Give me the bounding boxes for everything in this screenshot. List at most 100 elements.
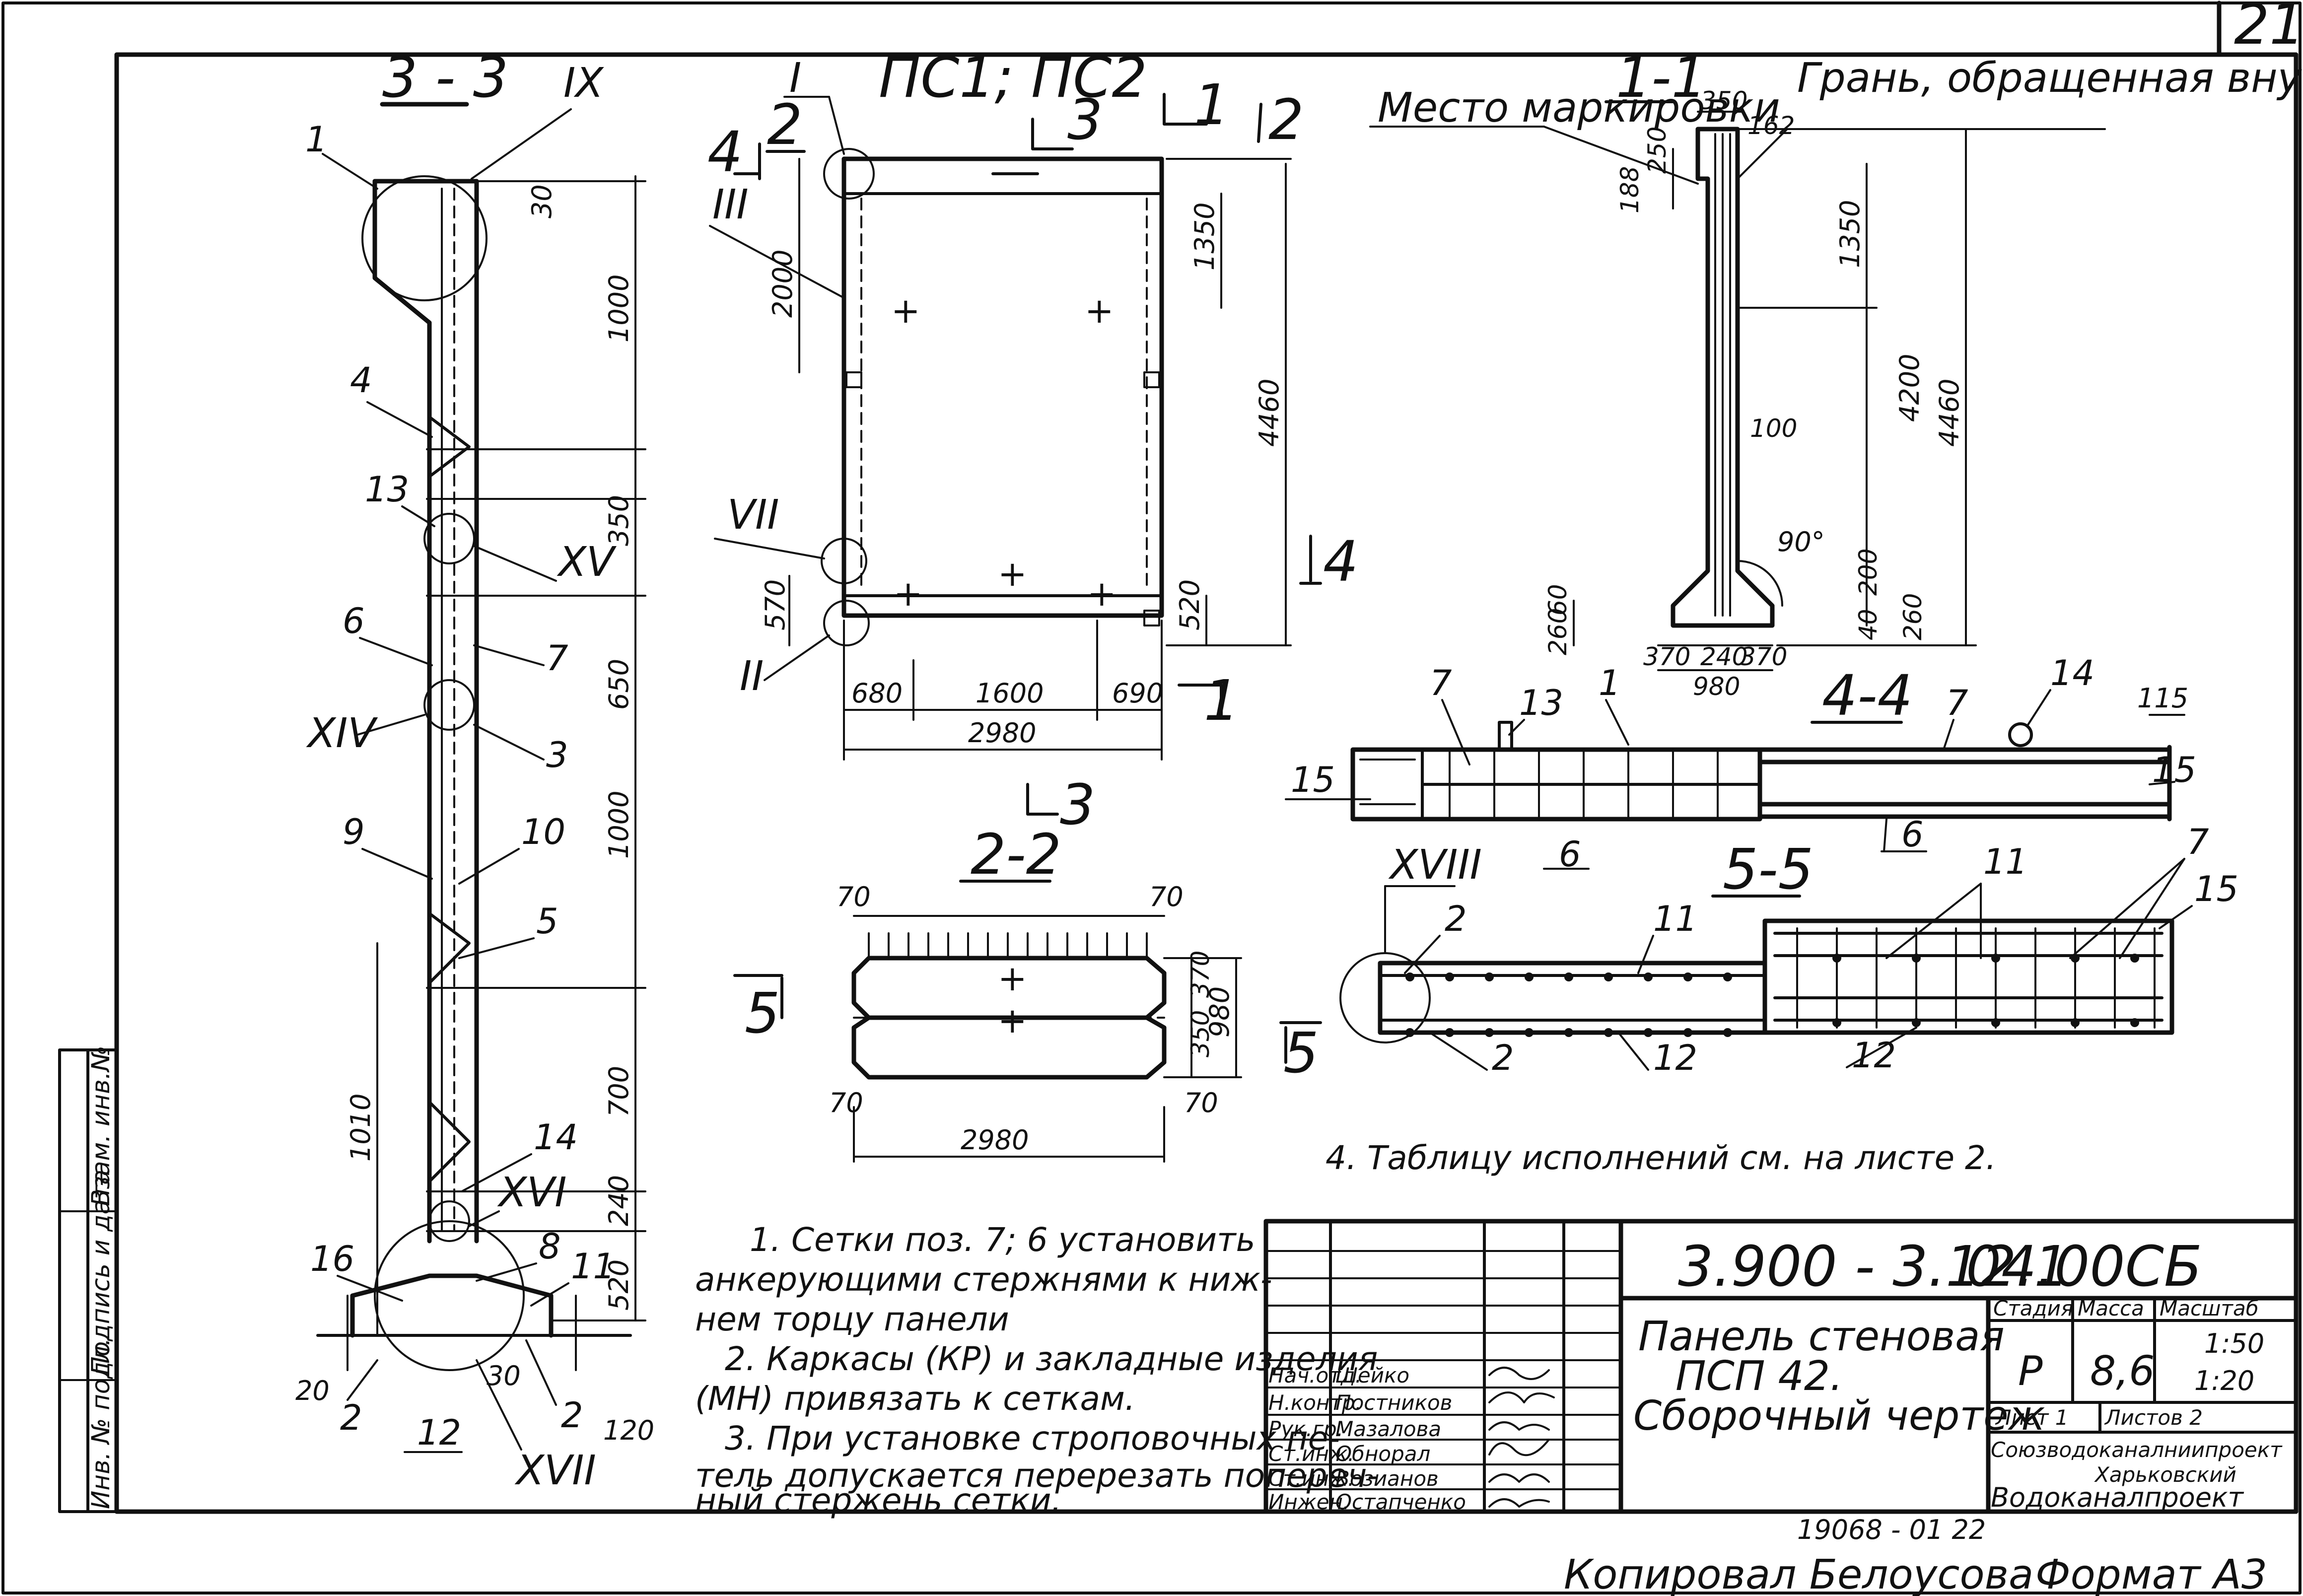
pos-9: 9 <box>343 812 365 852</box>
dim-350-22: 350 <box>1186 1010 1215 1057</box>
sig-role-0: Нач.отд. <box>1268 1363 1362 1388</box>
section-1-1: 1-1 Место маркировки Грань, обращенная в… <box>1369 46 2303 701</box>
note-line-8: ный стержень сетки. <box>695 1481 1062 1520</box>
pos-15-44-left: 15 <box>1291 760 1335 800</box>
dim-162: 162 <box>1747 111 1795 140</box>
inventory-code: 19068 - 01 22 <box>1797 1514 1986 1545</box>
inner-face-label: Грань, обращенная внутрь емкости <box>1797 55 2303 102</box>
stage-value: Р <box>2018 1348 2043 1395</box>
section-2-2-bars <box>868 932 1148 959</box>
pos-15-55: 15 <box>2194 869 2238 909</box>
dim-250: 250 <box>1643 127 1672 174</box>
cut-4-right: 4 <box>1323 530 1358 594</box>
pos-1: 1 <box>305 119 328 160</box>
marking-place: Место маркировки <box>1378 84 1780 132</box>
dim-570: 570 <box>760 579 791 630</box>
dim-1000-top: 1000 <box>603 275 634 343</box>
svg-text:+: + <box>998 554 1027 594</box>
pos-2-55-bottom: 2 <box>1492 1038 1514 1078</box>
cut-2-top-right: 2 <box>1268 88 1304 152</box>
dim-60: 60 <box>1543 584 1572 616</box>
node-ii: II <box>740 653 764 700</box>
pos-13-44: 13 <box>1519 683 1563 723</box>
dim-350: 350 <box>603 495 634 546</box>
pos-4: 4 <box>350 360 372 401</box>
scale-value-1: 1:50 <box>2204 1328 2264 1359</box>
pos-6-44-b: 6 <box>1901 814 1924 855</box>
sig-name-1: Постников <box>1335 1390 1452 1415</box>
section-4-4-title: 4-4 <box>1822 664 1913 728</box>
dim-980-22: 980 <box>1204 986 1235 1038</box>
dim-ticks <box>426 180 646 1321</box>
stage-header: Стадия <box>1993 1296 2073 1320</box>
note-line-1: 1. Сетки поз. 7; 6 установить <box>750 1221 1256 1259</box>
dim-angle-90: 90° <box>1777 526 1825 557</box>
org-line-2: Харьковский <box>2094 1462 2236 1487</box>
svg-text:+: + <box>894 573 923 614</box>
pos-3: 3 <box>546 735 568 775</box>
dim-350-11: 350 <box>1700 86 1747 115</box>
sig-role-3: Ст.инж. <box>1268 1442 1354 1466</box>
pos-11-55-b: 11 <box>1983 841 2027 882</box>
svg-text:5: 5 <box>1283 1021 1319 1086</box>
svg-text:+: + <box>998 958 1027 999</box>
dim-4460: 4460 <box>1254 379 1285 447</box>
pos-12-55-b: 12 <box>1852 1035 1896 1076</box>
dim-690: 690 <box>1112 678 1163 709</box>
dim-1010: 1010 <box>345 1094 376 1162</box>
scale-value-2: 1:20 <box>2194 1365 2254 1396</box>
footer: 19068 - 01 22 Копировал Белоусова Формат… <box>1564 1514 2267 1596</box>
pos-2-left: 2 <box>340 1397 362 1438</box>
pos-11-55-a: 11 <box>1653 899 1697 939</box>
dim-70-bl: 70 <box>829 1087 863 1118</box>
section-2-2-title: 2-2 <box>971 823 1061 887</box>
name-line-2: ПСП 42. <box>1675 1353 1843 1400</box>
dim-30: 30 <box>526 184 558 218</box>
notes: 1. Сетки поз. 7; 6 установить анкерующим… <box>695 1139 1996 1520</box>
sheet-code: 04.00СБ <box>1966 1235 2202 1299</box>
pos-13: 13 <box>365 469 409 510</box>
format-label: Формат А3 <box>2035 1551 2267 1596</box>
dim-70-tr: 70 <box>1149 881 1184 912</box>
cut-1-top: 1 <box>1194 73 1229 138</box>
node-xvii: XVII <box>514 1447 596 1494</box>
sig-name-4: Возианов <box>1335 1466 1439 1491</box>
cut-3-top: 3 <box>1067 88 1103 152</box>
node-iii: III <box>712 181 749 228</box>
note-line-5: (МН) привязать к сеткам. <box>695 1380 1135 1418</box>
sheet-number: Лист 1 <box>1995 1405 2069 1430</box>
dim-260-right: 260 <box>1898 593 1927 640</box>
cut-5: 5 <box>745 981 780 1046</box>
dim-370-right: 370 <box>1740 642 1787 671</box>
mass-header: Масса <box>2078 1296 2144 1320</box>
dim-200: 200 <box>1854 549 1883 596</box>
strip-field-sign: Подпись и дата <box>86 1170 115 1375</box>
section-5-5: 5-5 <box>1279 822 2238 1086</box>
pos-5: 5 <box>536 901 558 942</box>
node-i: I <box>789 55 801 102</box>
name-line-3: Сборочный чертеж <box>1633 1392 2045 1440</box>
sig-name-2: Мазалова <box>1335 1417 1441 1441</box>
dim-188: 188 <box>1615 166 1644 213</box>
dim-100: 100 <box>1750 414 1797 443</box>
pos-11: 11 <box>571 1246 615 1287</box>
pos-14: 14 <box>534 1117 578 1158</box>
dim-520: 520 <box>603 1259 634 1311</box>
dim-20: 20 <box>295 1375 330 1406</box>
pos-16: 16 <box>310 1239 354 1279</box>
mass-value: 8,6 <box>2090 1348 2155 1395</box>
org-line-1: Союзводоканалниипроект <box>1991 1438 2283 1462</box>
pos-7-55: 7 <box>2187 822 2209 862</box>
handwritten-signatures <box>1488 1367 1555 1508</box>
scale-header: Масштаб <box>2160 1296 2259 1320</box>
sig-name-0: Шейко <box>1335 1363 1409 1388</box>
pos-8: 8 <box>539 1226 561 1267</box>
svg-text:+: + <box>998 1000 1027 1041</box>
section-3-3-title: 3 - 3 <box>382 46 508 110</box>
note-line-3: нем торцу панели <box>695 1300 1009 1338</box>
dim-40: 40 <box>1854 609 1883 640</box>
sig-role-5: Инжен. <box>1268 1490 1349 1514</box>
dim-1000-mid: 1000 <box>603 791 634 859</box>
pos-7: 7 <box>546 638 568 679</box>
